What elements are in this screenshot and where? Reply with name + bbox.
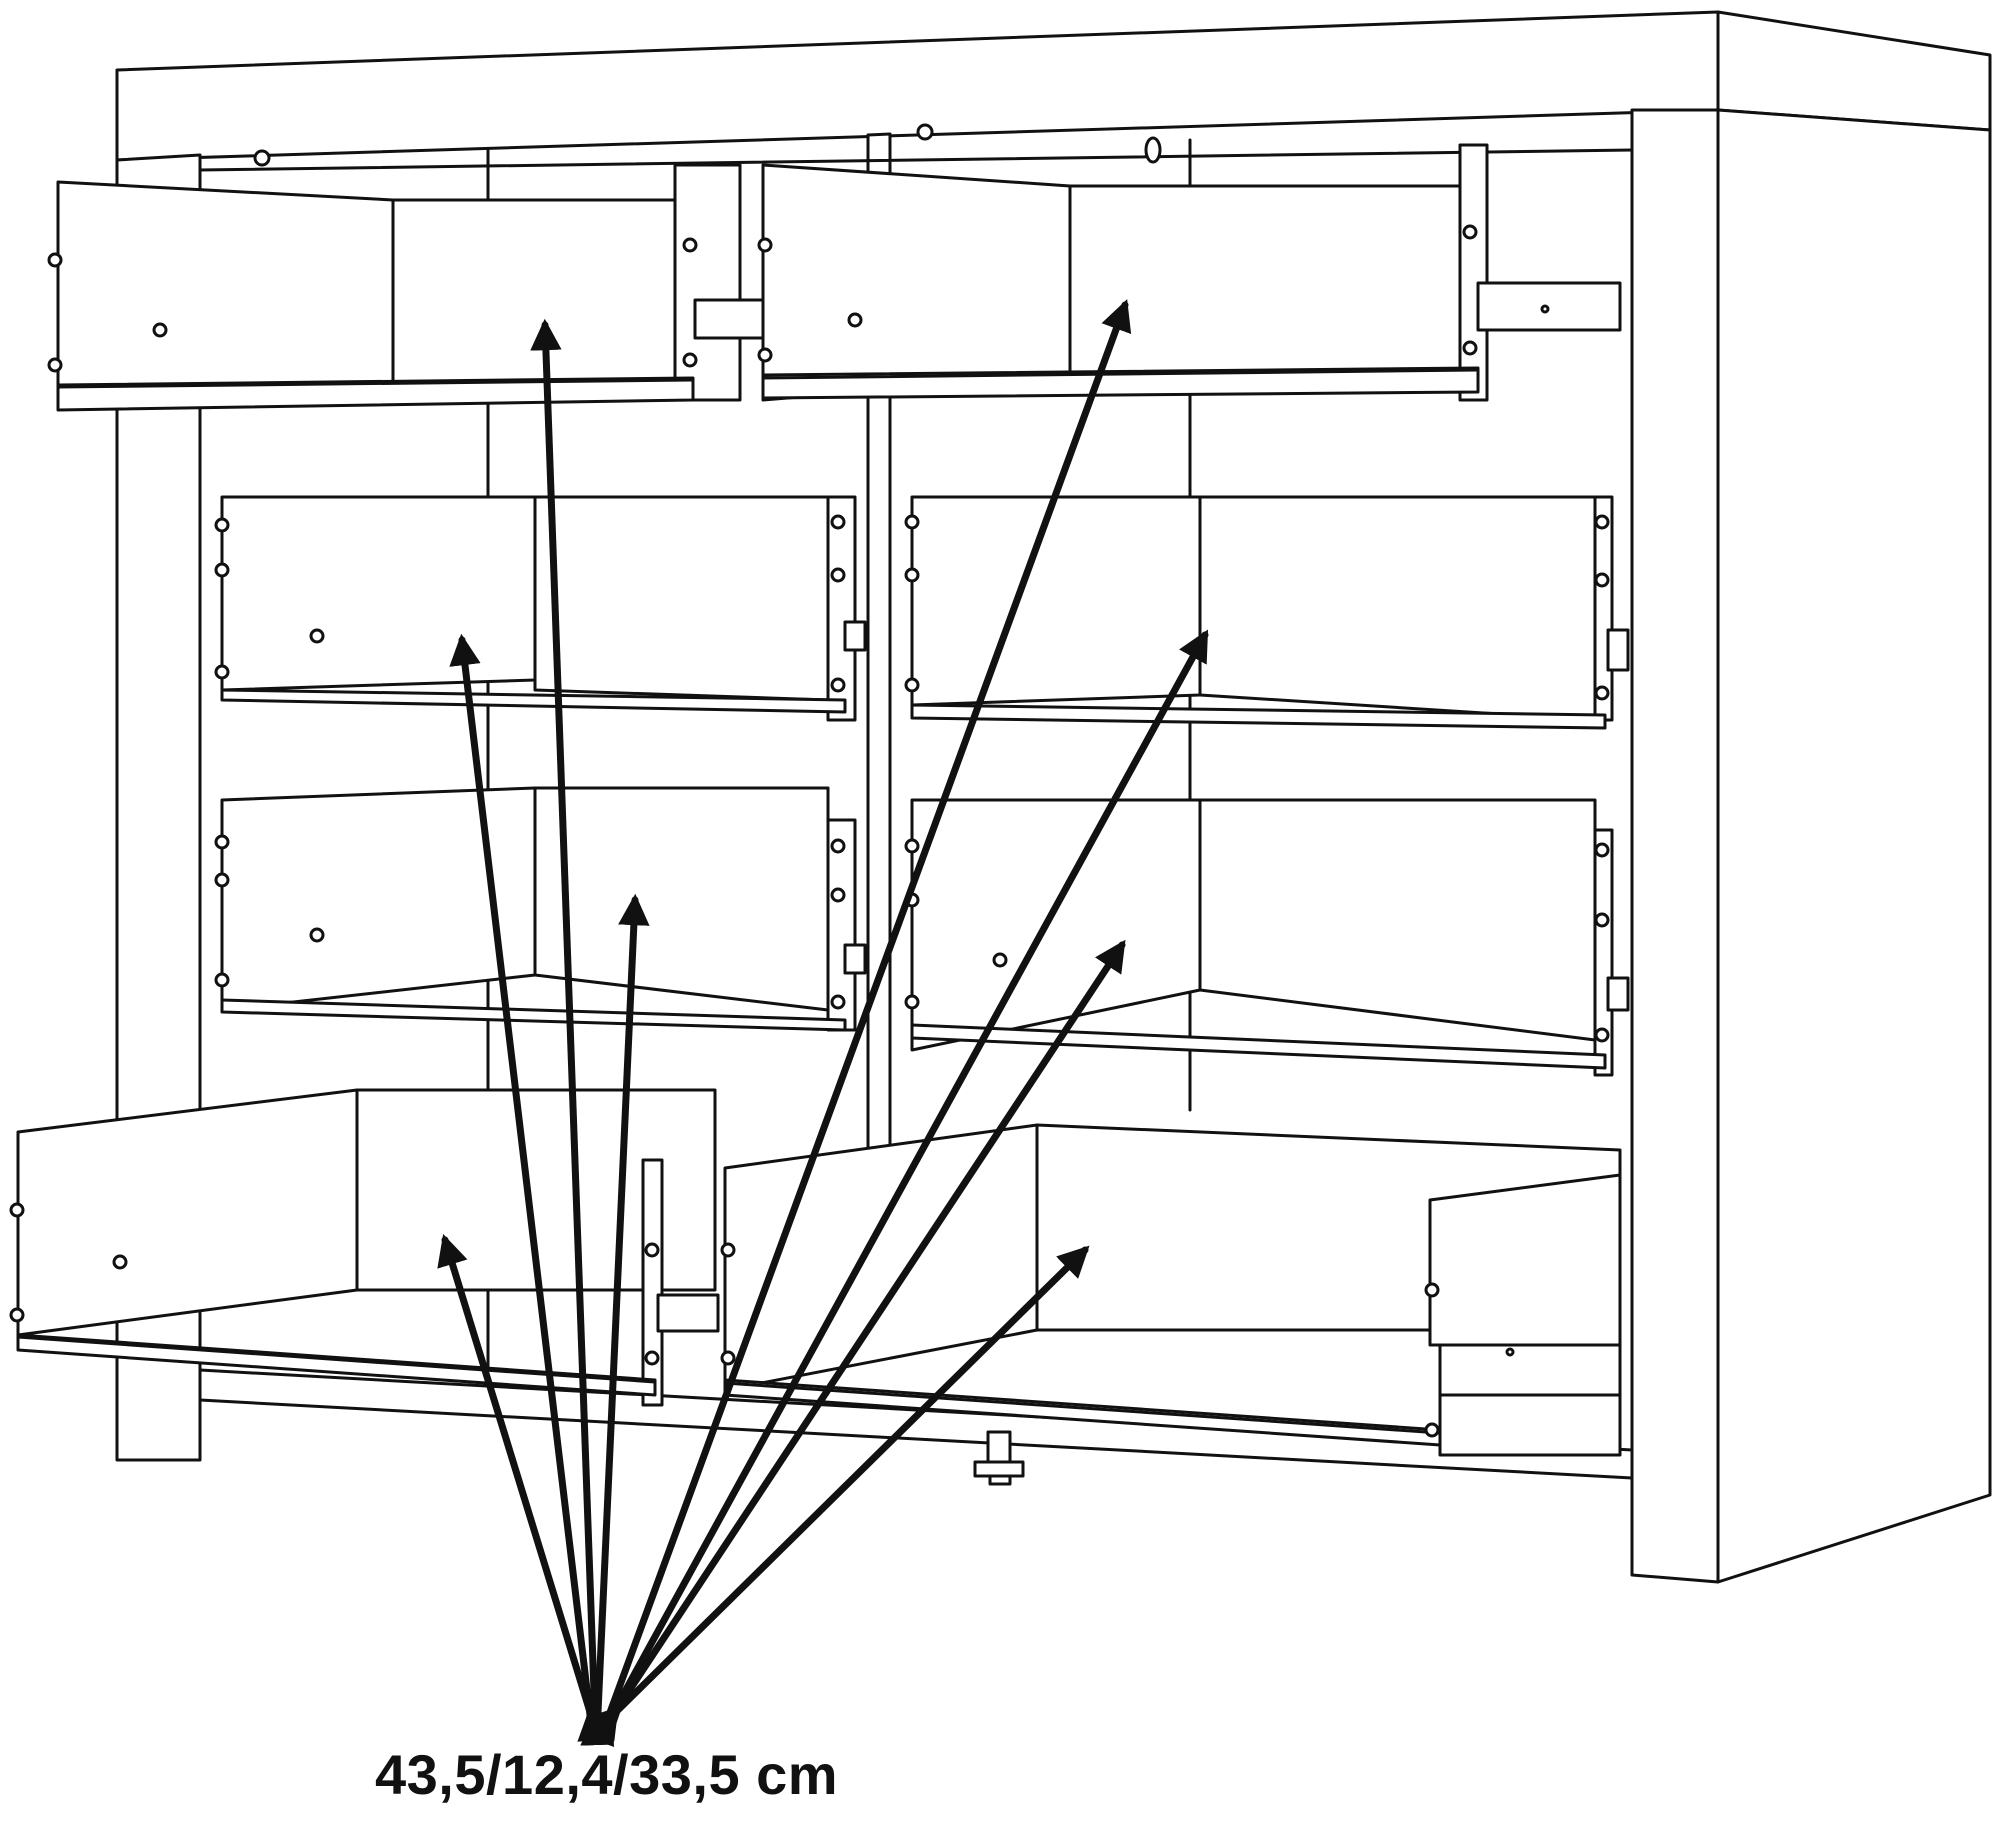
- inner-drawer-left-2: [214, 786, 867, 1032]
- hinge-hole: [1144, 136, 1162, 164]
- dimension-label: 43,5/12,4/33,5 cm: [375, 1743, 839, 1806]
- hinge-hole: [916, 123, 934, 141]
- bottom-right-drawer: [720, 1123, 1622, 1457]
- bottom-rail: [198, 1368, 1634, 1480]
- right-side-panel: [1630, 108, 1720, 1584]
- top-panel: [115, 10, 1720, 162]
- arrow-to-bottom-left-drawer: [437, 1233, 613, 1741]
- back-edge-line: [198, 148, 1634, 172]
- top-left-drawer: [47, 163, 767, 412]
- hinge-hole: [253, 149, 271, 167]
- right-side-outer: [1716, 108, 1992, 1584]
- measurement-arrows: [437, 299, 1209, 1748]
- inner-drawer-left-1: [214, 495, 867, 722]
- arrow-to-bottom-right-drawer: [588, 1245, 1090, 1739]
- inner-drawer-right-2: [904, 798, 1630, 1077]
